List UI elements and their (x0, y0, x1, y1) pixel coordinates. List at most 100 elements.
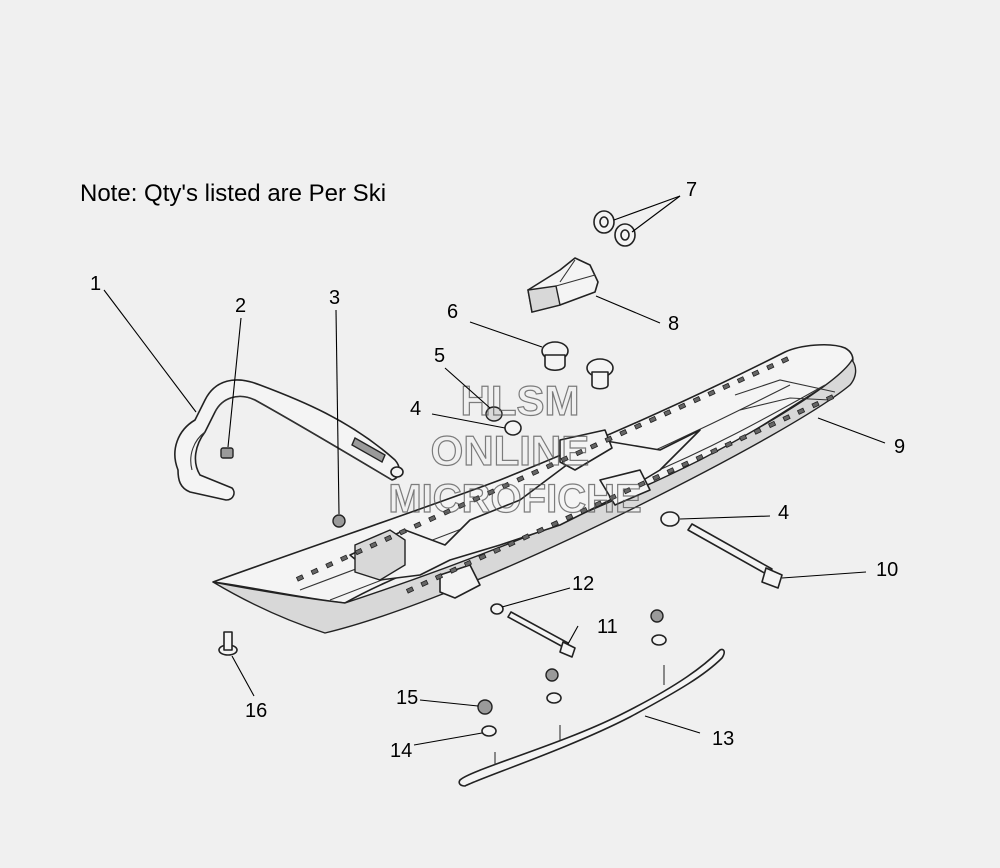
ski-tooth (751, 369, 760, 377)
ski-tooth (545, 462, 554, 470)
watermark-line-3: MICROFICHE (388, 477, 641, 521)
ski-tooth (825, 394, 835, 402)
watermark-line-1: HLSM (461, 377, 580, 424)
ski-tooth (594, 500, 603, 508)
ski-tooth (449, 566, 458, 574)
washer-14 (481, 725, 497, 737)
ski-tooth (478, 553, 487, 561)
ski-tooth (420, 579, 429, 587)
callout-9: 9 (894, 436, 905, 458)
ski-tooth (695, 453, 704, 462)
ski-tooth (550, 520, 559, 528)
ski-tooth (575, 448, 584, 457)
ski-tooth (434, 573, 444, 581)
watermark-line-2: ONLINE (431, 427, 590, 474)
callout-16: 16 (245, 700, 267, 722)
ski-tooth (354, 547, 363, 556)
ski-tooth (623, 487, 632, 495)
ski-tooth (579, 506, 588, 515)
ski-tooth (707, 389, 716, 397)
note-text: Note: Qty's listed are Per Ski (80, 180, 387, 207)
ski-tooth (608, 493, 617, 501)
ski-tooth (501, 481, 510, 490)
ski-tooth (507, 540, 516, 548)
ski-tooth (739, 434, 748, 442)
ski-tooth (663, 409, 672, 417)
nut-b (545, 668, 559, 682)
ski-tooth (398, 528, 407, 536)
callout-10: 10 (876, 559, 898, 581)
ski-tooth (681, 460, 690, 468)
ski-tooth (413, 521, 422, 529)
ski-tooth (560, 455, 569, 463)
nut-c (650, 609, 664, 623)
ski-tooth (442, 508, 452, 516)
washer-c (651, 634, 667, 646)
ski-tooth (648, 415, 657, 424)
bolt-11 (507, 611, 576, 658)
ski-tooth (521, 533, 530, 541)
ski-tooth (369, 541, 378, 549)
callout-15: 15 (396, 687, 418, 709)
ski-tooth (457, 501, 466, 509)
ski-tooth (295, 574, 305, 582)
ski-tooth (753, 427, 762, 435)
ski-tooth (710, 447, 719, 455)
ski-tooth (811, 401, 820, 409)
callout-5: 5 (434, 345, 445, 367)
ski-tooth (724, 440, 733, 448)
ski-tooth (463, 559, 473, 568)
callout-8: 8 (668, 313, 679, 335)
bolt-10 (687, 523, 783, 589)
ski-tooth (405, 586, 415, 594)
ski-tooth (486, 488, 496, 496)
ski-tooth (589, 442, 599, 450)
stopper-block-8 (527, 257, 599, 313)
ski-loop-handle (174, 379, 404, 501)
ski-tooth (678, 402, 687, 410)
callout-3: 3 (329, 287, 340, 309)
ski-body (212, 343, 857, 634)
ski-tooth (796, 407, 806, 415)
ski-tooth (310, 567, 319, 576)
ski-tooth (565, 513, 574, 521)
callout-4b: 4 (778, 502, 789, 524)
rivet-16 (218, 631, 238, 656)
ski-tooth (780, 356, 790, 364)
wear-bar-13 (458, 648, 725, 787)
spindle-bushing-b (586, 358, 614, 390)
ski-tooth (384, 534, 393, 542)
callout-4a: 4 (410, 398, 421, 420)
ski-tooth (492, 546, 501, 554)
callout-11: 11 (597, 616, 618, 638)
ski-tooth (428, 514, 437, 523)
spindle-bushing-6 (541, 341, 569, 372)
ski-tooth (782, 414, 791, 422)
ski-tooth (637, 480, 646, 488)
watermark: HLSM ONLINE MICROFICHE (388, 376, 643, 521)
ski-tooth (736, 376, 746, 384)
ski-tooth (339, 554, 349, 562)
ski-tooth (604, 435, 613, 443)
ski-tooth (652, 473, 661, 482)
callout-13: 13 (712, 728, 734, 750)
ski-tooth (516, 475, 525, 483)
bumper-pad (220, 447, 234, 459)
ski-tooth (531, 468, 540, 476)
washer-b (546, 692, 562, 704)
ski-tooth (767, 420, 777, 429)
ski-tooth (633, 422, 643, 430)
washer-4b (660, 511, 680, 527)
washer-12 (490, 603, 504, 615)
ski-tooth (619, 429, 628, 437)
callout-labels: 1 2 3 4 4 5 6 7 8 9 10 11 12 13 14 15 16 (90, 179, 905, 762)
callout-1: 1 (90, 273, 101, 295)
nut-3 (332, 514, 346, 528)
callout-12: 12 (572, 573, 594, 595)
callout-6: 6 (447, 301, 458, 323)
ski-tooth (666, 467, 675, 475)
callout-2: 2 (235, 295, 246, 317)
callout-7: 7 (686, 179, 697, 201)
